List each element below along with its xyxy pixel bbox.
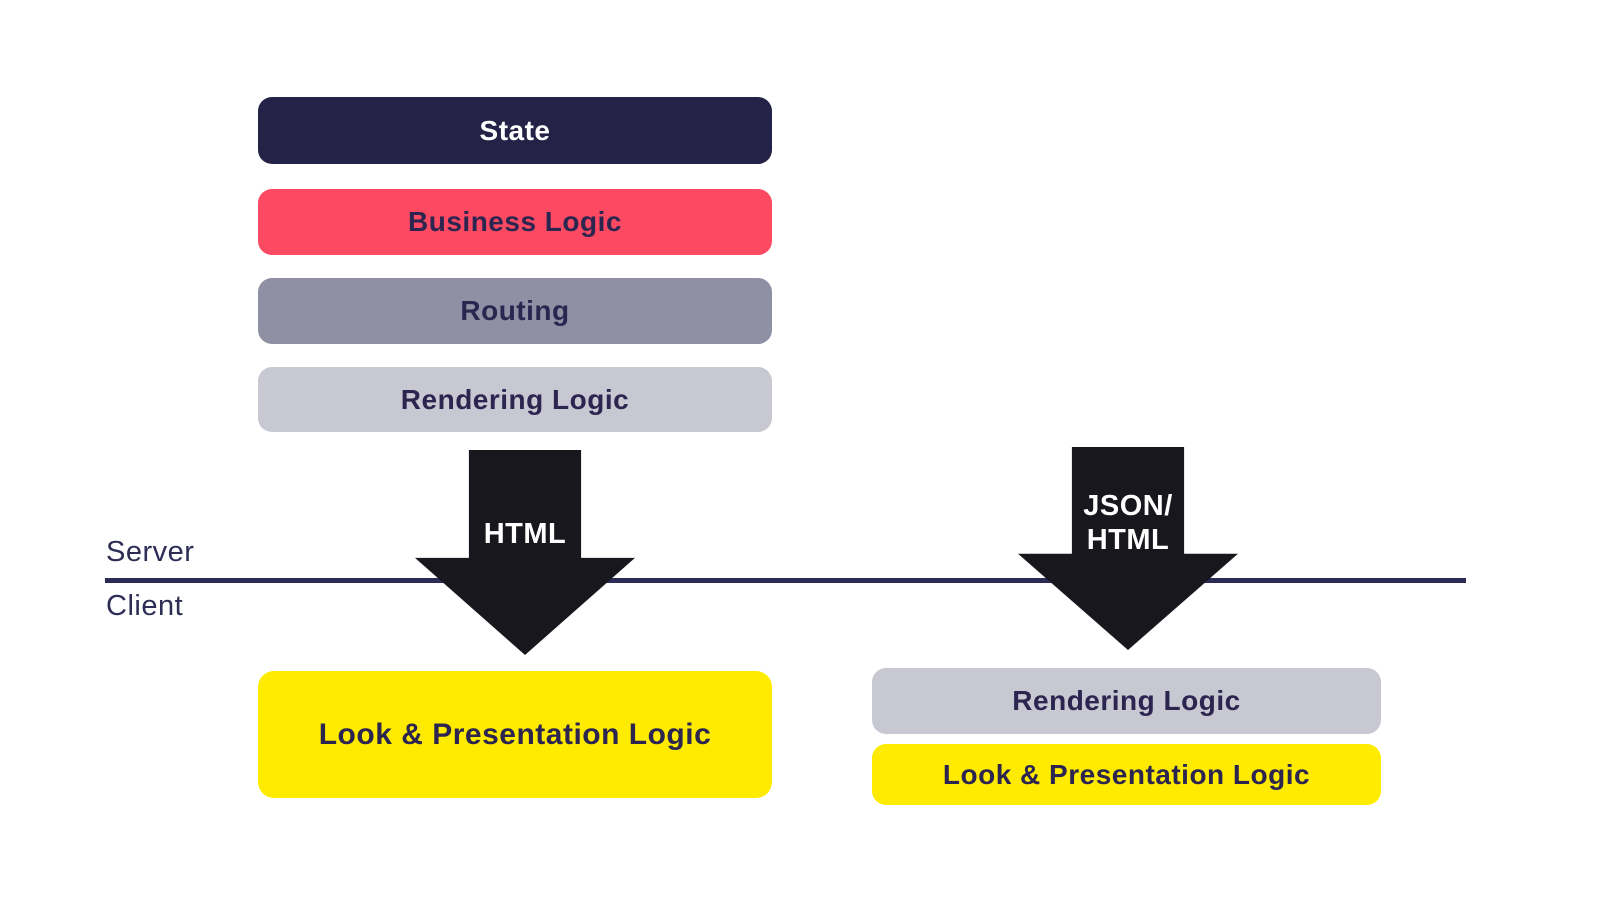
box-rendering-logic-client-label: Rendering Logic: [1012, 685, 1241, 716]
box-look-presentation-logic-left-label: Look & Presentation Logic: [318, 717, 712, 751]
box-rendering-logic-client: Rendering Logic: [872, 668, 1381, 734]
json-html-arrow-icon: JSON/ HTML: [1018, 447, 1238, 650]
json-html-arrow-label: JSON/ HTML: [1083, 490, 1173, 556]
box-rendering-logic-server-label: Rendering Logic: [400, 383, 630, 415]
box-routing: Routing: [258, 278, 772, 344]
box-look-presentation-logic-right-label: Look & Presentation Logic: [942, 758, 1311, 790]
server-client-divider-line: [105, 578, 1466, 583]
box-business-logic-label: Business Logic: [408, 206, 622, 237]
box-state: State: [258, 97, 772, 164]
html-arrow-label: HTML: [483, 518, 567, 550]
client-label: Client: [106, 590, 184, 622]
box-business-logic: Business Logic: [258, 189, 772, 255]
server-label: Server: [106, 536, 195, 568]
box-routing-label: Routing: [460, 295, 570, 326]
box-look-presentation-logic-right: Look & Presentation Logic: [872, 744, 1381, 805]
box-look-presentation-logic-left: Look & Presentation Logic: [258, 671, 772, 798]
box-state-label: State: [479, 114, 551, 146]
box-rendering-logic-server: Rendering Logic: [258, 367, 772, 432]
html-arrow-icon: HTML: [415, 450, 635, 655]
